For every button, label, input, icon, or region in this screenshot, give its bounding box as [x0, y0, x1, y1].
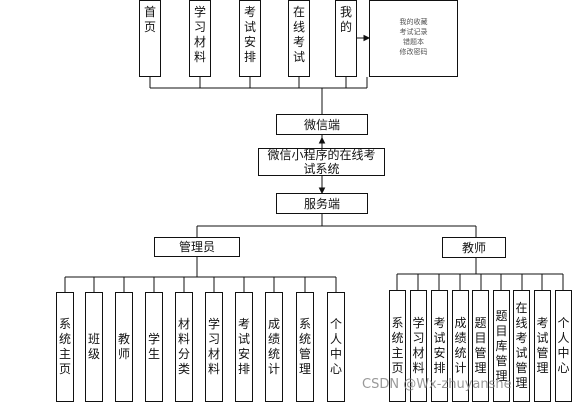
menu-exam-schedule-label: 考试安排: [244, 5, 257, 64]
admin-module-home-label: 系统主页: [59, 317, 72, 376]
teacher-module-question-bank: 题目库管理: [493, 290, 510, 402]
teacher-module-question-bank-label: 题目库管理: [495, 308, 508, 383]
teacher-module-question-management-label: 题目管理: [474, 316, 487, 375]
admin-module-score-stats-label: 成绩统计: [268, 317, 281, 376]
menu-study-materials: 学习材料: [189, 0, 211, 77]
mine-submenu-favorites: 我的收藏: [399, 18, 428, 26]
admin-module-exam-schedule-label: 考试安排: [238, 317, 251, 376]
system-name-label: 微信小程序的在线考试系统: [267, 148, 376, 176]
admin-module-class: 班级: [85, 292, 103, 402]
admin-module-study-materials: 学习材料: [205, 292, 223, 402]
teacher-module-question-management: 题目管理: [472, 290, 489, 402]
admin-role-box: 管理员: [154, 237, 240, 257]
teacher-module-online-exam-management: 在线考试管理: [513, 290, 530, 402]
teacher-module-online-exam-management-label: 在线考试管理: [515, 301, 528, 390]
admin-module-teacher-label: 教师: [118, 332, 131, 361]
teacher-module-personal-center: 个人中心: [555, 290, 572, 402]
admin-module-home: 系统主页: [56, 292, 74, 402]
admin-module-exam-schedule: 考试安排: [235, 292, 253, 402]
teacher-module-exam-management-label: 考试管理: [536, 316, 549, 375]
wechat-client-box: 微信端: [276, 114, 368, 135]
teacher-role-box: 教师: [442, 237, 506, 258]
menu-home-label: 首页: [144, 5, 157, 34]
menu-home: 首页: [139, 0, 161, 77]
mine-submenu-box: 我的收藏 考试记录 错题本 修改密码: [369, 0, 458, 77]
admin-module-system-management-label: 系统管理: [299, 317, 312, 376]
menu-mine: 我的: [335, 0, 357, 77]
teacher-module-personal-center-label: 个人中心: [557, 316, 570, 375]
wechat-client-label: 微信端: [303, 117, 340, 132]
menu-online-exam: 在线考试: [288, 0, 310, 77]
admin-module-personal-center-label: 个人中心: [330, 317, 343, 376]
teacher-module-study-materials: 学习材料: [410, 290, 427, 402]
menu-exam-schedule: 考试安排: [239, 0, 261, 77]
menu-online-exam-label: 在线考试: [293, 5, 306, 64]
teacher-module-score-stats-label: 成绩统计: [454, 316, 467, 375]
teacher-module-score-stats: 成绩统计: [452, 290, 469, 402]
mine-submenu-wrong-questions: 错题本: [403, 38, 424, 46]
server-box: 服务端: [276, 193, 368, 214]
admin-module-material-category-label: 材料分类: [178, 317, 191, 376]
admin-module-student-label: 学生: [148, 332, 161, 361]
teacher-module-exam-schedule-label: 考试安排: [433, 316, 446, 375]
mine-submenu-exam-records: 考试记录: [399, 28, 428, 36]
system-name-box: 微信小程序的在线考试系统: [258, 148, 385, 176]
teacher-module-study-materials-label: 学习材料: [412, 316, 425, 375]
csdn-watermark: CSDN @Wx-zhuyanshe: [362, 377, 512, 392]
menu-mine-label: 我的: [340, 5, 353, 34]
admin-module-score-stats: 成绩统计: [265, 292, 283, 402]
admin-role-label: 管理员: [178, 240, 215, 254]
mine-submenu-change-password: 修改密码: [399, 48, 428, 56]
teacher-module-home-label: 系统主页: [391, 316, 404, 375]
teacher-module-exam-management: 考试管理: [534, 290, 551, 402]
teacher-module-exam-schedule: 考试安排: [431, 290, 448, 402]
admin-module-personal-center: 个人中心: [327, 292, 345, 402]
server-label: 服务端: [303, 196, 340, 211]
menu-study-materials-label: 学习材料: [194, 5, 207, 64]
admin-module-teacher: 教师: [115, 292, 133, 402]
admin-module-student: 学生: [145, 292, 163, 402]
admin-module-class-label: 班级: [88, 332, 101, 361]
admin-module-material-category: 材料分类: [175, 292, 193, 402]
teacher-module-home: 系统主页: [389, 290, 406, 402]
admin-module-study-materials-label: 学习材料: [208, 317, 221, 376]
teacher-role-label: 教师: [461, 240, 486, 255]
admin-module-system-management: 系统管理: [296, 292, 314, 402]
